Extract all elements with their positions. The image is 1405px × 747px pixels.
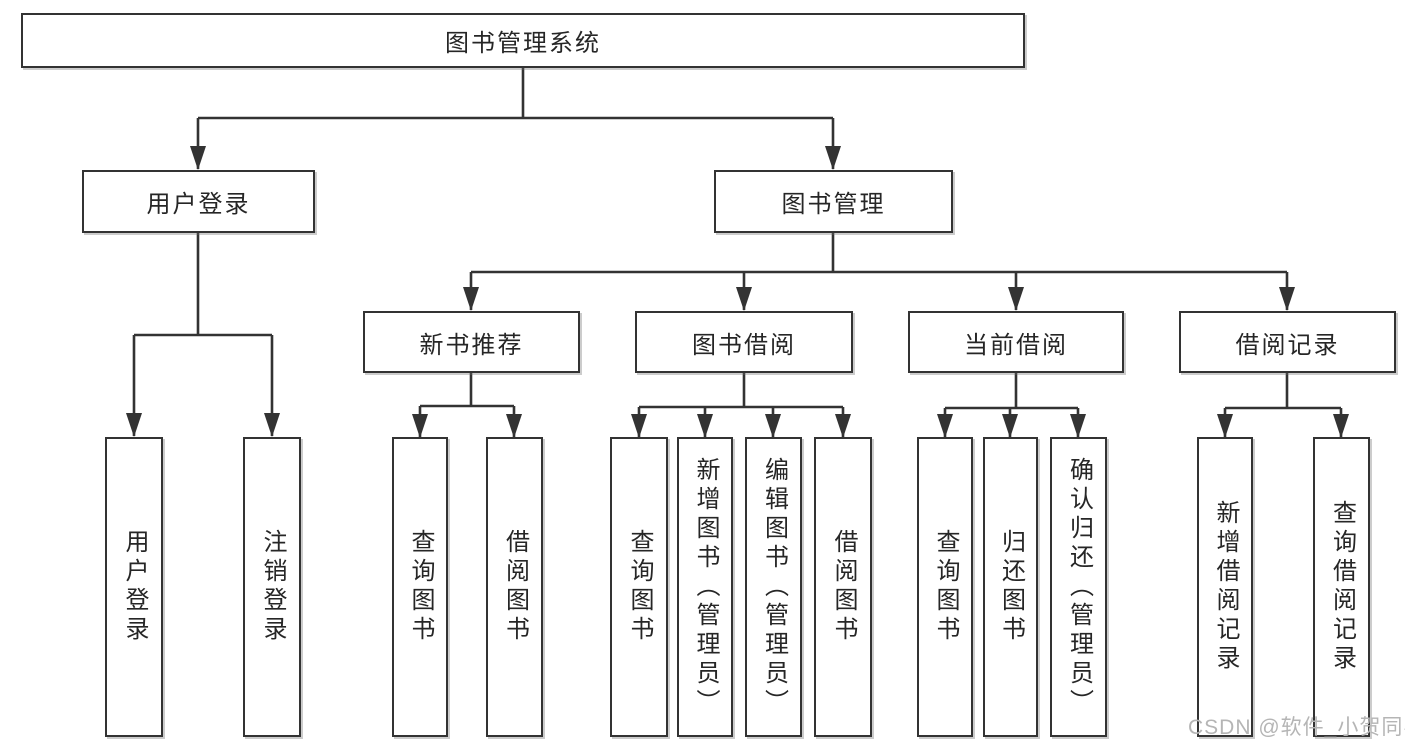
leaf-add-book-admin: 新增图书（管理员）	[677, 437, 733, 737]
leaf-edit-book-admin: 编辑图书（管理员）	[745, 437, 802, 737]
leaf-add-borrow-record: 新增借阅记录	[1197, 437, 1253, 737]
leaf-query-books-recommend: 查询图书	[392, 437, 448, 737]
leaf-query-books-current: 查询图书	[917, 437, 973, 737]
leaf-borrow-books-label: 借阅图书	[830, 529, 857, 645]
leaf-return-book-label: 归还图书	[997, 529, 1025, 645]
node-book-borrow: 图书借阅	[635, 311, 853, 373]
node-borrow-records: 借阅记录	[1179, 311, 1396, 373]
leaf-add-book-admin-label: 新增图书（管理员）	[692, 456, 719, 718]
node-user-login: 用户登录	[82, 170, 315, 233]
watermark-text: CSDN @软件_小贺同学	[1188, 716, 1405, 739]
node-root-label: 图书管理系统	[445, 30, 601, 57]
leaf-logout: 注销登录	[243, 437, 301, 737]
leaf-borrow-books: 借阅图书	[814, 437, 872, 737]
connector-new-book-recommend	[412, 373, 522, 438]
connector-current-borrow	[937, 373, 1086, 438]
leaf-query-borrow-record: 查询借阅记录	[1313, 437, 1370, 737]
connector-borrow-records	[1217, 373, 1349, 438]
node-book-borrow-label: 图书借阅	[692, 331, 796, 359]
leaf-query-books-borrow-label: 查询图书	[626, 529, 653, 645]
leaf-user-login: 用户登录	[105, 437, 163, 737]
node-book-management: 图书管理	[714, 170, 953, 233]
leaf-query-borrow-record-label: 查询借阅记录	[1328, 500, 1356, 674]
leaf-confirm-return-admin-label: 确认归还（管理员）	[1065, 456, 1093, 718]
leaf-user-login-label: 用户登录	[121, 529, 148, 645]
leaf-return-book: 归还图书	[983, 437, 1038, 737]
node-book-management-label: 图书管理	[781, 191, 886, 218]
connector-book-borrow	[631, 373, 851, 438]
node-new-book-recommend: 新书推荐	[363, 311, 580, 373]
node-borrow-records-label: 借阅记录	[1235, 331, 1340, 359]
leaf-logout-label: 注销登录	[259, 529, 286, 645]
leaf-query-books-recommend-label: 查询图书	[407, 529, 434, 645]
leaf-borrow-books-recommend: 借阅图书	[486, 437, 543, 737]
node-current-borrow-label: 当前借阅	[964, 331, 1068, 359]
connector-user-login	[126, 233, 280, 437]
leaf-borrow-books-recommend-label: 借阅图书	[501, 529, 529, 645]
leaf-add-borrow-record-label: 新增借阅记录	[1212, 500, 1239, 674]
leaf-query-books-current-label: 查询图书	[932, 529, 959, 645]
node-user-login-label: 用户登录	[146, 191, 251, 218]
leaf-query-books-borrow: 查询图书	[610, 437, 668, 737]
leaf-confirm-return-admin: 确认归还（管理员）	[1050, 437, 1107, 737]
node-root: 图书管理系统	[21, 13, 1025, 68]
node-current-borrow: 当前借阅	[908, 311, 1124, 373]
connector-book-management	[463, 233, 1295, 311]
leaf-edit-book-admin-label: 编辑图书（管理员）	[760, 456, 788, 718]
connector-root-to-level2	[190, 68, 841, 170]
node-new-book-recommend-label: 新书推荐	[419, 331, 524, 359]
